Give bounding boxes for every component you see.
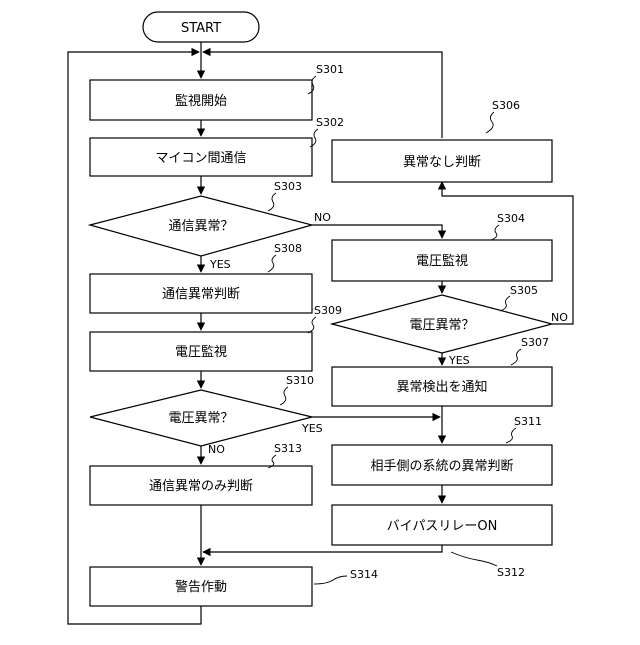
branch-s303-no: NO (314, 211, 331, 224)
decision-s310-label: 電圧異常？ (168, 411, 233, 426)
branch-s310-yes: YES (301, 422, 323, 435)
process-s308-label: 通信異常判断 (162, 287, 240, 302)
arrow-s312-to-s314 (203, 545, 442, 552)
process-s311-label: 相手側の系統の異常判断 (370, 459, 513, 474)
leader-s308 (268, 255, 276, 272)
branch-s310-no: NO (208, 443, 225, 456)
step-label-s309: S309 (314, 304, 342, 317)
process-s307-label: 異常検出を通知 (396, 379, 487, 395)
step-label-s308: S308 (274, 242, 302, 255)
leader-s304 (491, 225, 499, 240)
leader-s306 (486, 112, 494, 133)
leader-s305 (500, 296, 510, 311)
step-label-s301: S301 (316, 63, 344, 76)
branch-s303-yes: YES (209, 258, 231, 271)
step-label-s313: S313 (274, 442, 302, 455)
step-label-s311: S311 (514, 415, 542, 428)
step-label-s312: S312 (497, 566, 525, 579)
step-label-s306: S306 (492, 99, 520, 112)
leader-s309 (308, 317, 316, 333)
process-s304-label: 電圧監視 (416, 253, 468, 269)
process-s313-label: 通信異常のみ判断 (149, 479, 253, 494)
leader-s303 (268, 193, 276, 211)
branch-s305-no: NO (551, 311, 568, 324)
decision-s303-label: 通信異常？ (168, 219, 233, 234)
step-label-s302: S302 (316, 116, 344, 129)
step-label-s304: S304 (497, 212, 525, 225)
process-s309-label: 電圧監視 (175, 344, 227, 360)
leader-s312 (451, 552, 497, 566)
step-label-s310: S310 (286, 374, 314, 387)
arrow-s303-no-to-s304 (312, 225, 442, 238)
leader-s307 (511, 349, 521, 365)
leader-s311 (506, 428, 516, 443)
process-s302-label: マイコン間通信 (155, 151, 246, 166)
step-label-s314: S314 (350, 568, 378, 581)
process-s306-label: 異常なし判断 (403, 155, 481, 170)
leader-s314 (314, 576, 347, 584)
step-label-s303: S303 (274, 180, 302, 193)
process-s301-label: 監視開始 (175, 93, 227, 109)
step-label-s305: S305 (510, 284, 538, 297)
decision-s305-label: 電圧異常？ (409, 318, 474, 333)
branch-s305-yes: YES (448, 354, 470, 367)
leader-s310 (280, 387, 288, 405)
start-label: START (181, 21, 221, 36)
process-s312-label: バイパスリレーON (387, 519, 498, 534)
process-s314-label: 警告作動 (175, 579, 227, 595)
step-label-s307: S307 (521, 336, 549, 349)
